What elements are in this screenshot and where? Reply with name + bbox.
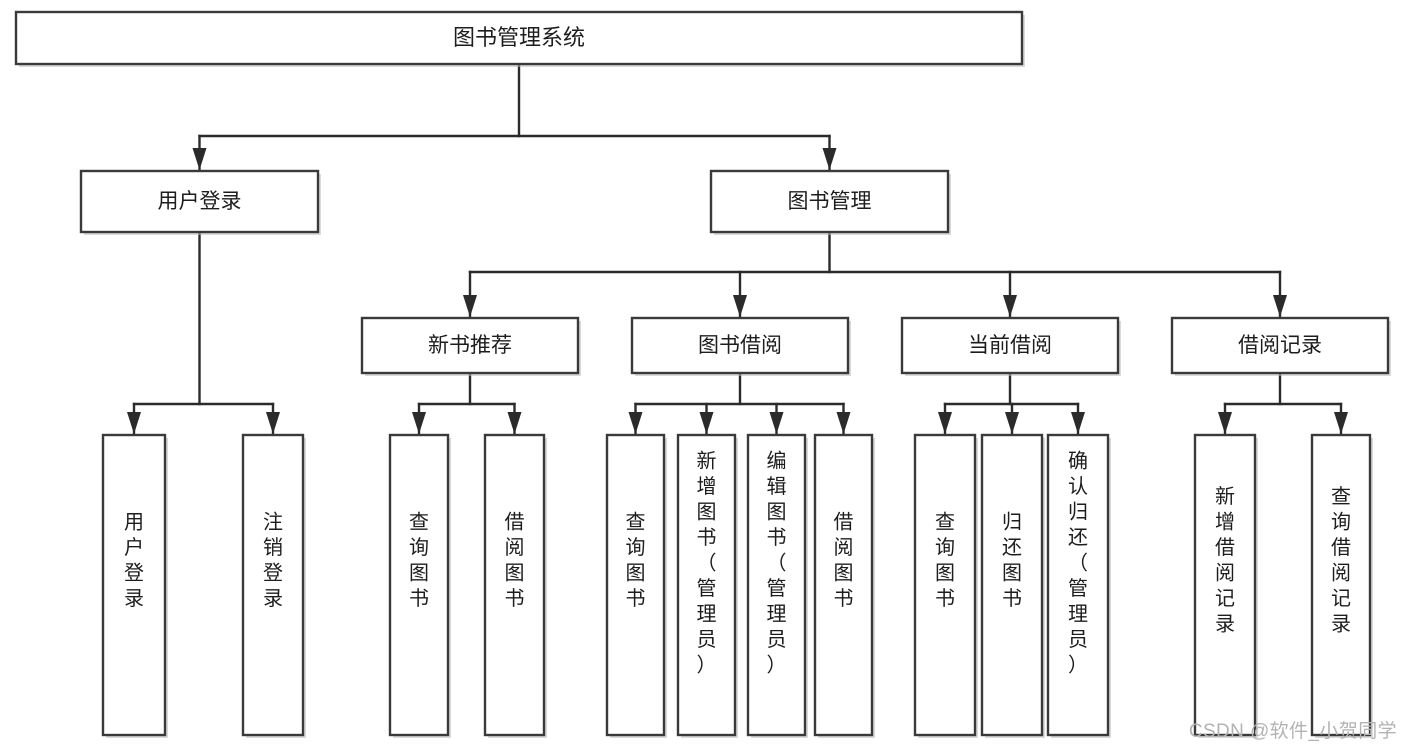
arrow-head-icon: [938, 412, 952, 434]
arrow-head-icon: [1005, 412, 1019, 434]
node-label: 图书管理系统: [453, 25, 585, 50]
arrow-head-icon: [628, 412, 643, 434]
node-label-vertical: 新增图书（管理员）: [697, 449, 717, 676]
node-label-vertical: 确认归还（管理员）: [1068, 449, 1088, 676]
node-l3-0[interactable]: 新书推荐: [360, 316, 581, 376]
node-border: [913, 433, 977, 737]
csdn-watermark: CSDN @软件_小贺同学: [1188, 721, 1397, 742]
node-label-vertical: 注销登录: [263, 510, 283, 610]
node-label: 图书借阅: [698, 334, 782, 357]
arrow-head-icon: [1334, 412, 1348, 434]
node-leaf-10[interactable]: 确认归还（管理员）: [1046, 433, 1111, 738]
node-border: [676, 433, 737, 737]
node-root-0[interactable]: 图书管理系统: [14, 10, 1025, 67]
node-border: [101, 433, 167, 737]
arrow-head-icon: [127, 412, 141, 434]
node-border: [79, 169, 320, 234]
node-label: 当前借阅: [968, 334, 1052, 357]
connectors-layer: [127, 62, 1348, 436]
node-label: 用户登录: [158, 190, 242, 213]
node-label-vertical: 用户登录: [124, 511, 144, 610]
node-label-vertical: 查询图书: [409, 510, 429, 610]
arrow-head-icon: [699, 412, 714, 434]
arrow-head-icon: [412, 412, 426, 434]
node-leaf-7[interactable]: 借阅图书: [813, 433, 875, 738]
node-l2-1[interactable]: 图书管理: [709, 169, 951, 235]
node-border: [1310, 433, 1372, 737]
node-leaf-4[interactable]: 查询图书: [605, 433, 667, 738]
node-leaf-6[interactable]: 编辑图书（管理员）: [746, 433, 808, 738]
node-label: 图书管理: [788, 190, 872, 213]
node-border: [980, 433, 1044, 737]
node-label-vertical: 编辑图书（管理员）: [767, 449, 787, 676]
node-leaf-2[interactable]: 查询图书: [388, 433, 451, 738]
arrow-head-icon: [507, 412, 522, 434]
nodes-layer: 图书管理系统用户登录图书管理新书推荐图书借阅当前借阅借阅记录用户登录注销登录查询…: [14, 10, 1391, 738]
node-label-vertical: 查询图书: [935, 510, 955, 610]
node-label-vertical: 新增借阅记录: [1215, 485, 1235, 636]
node-border: [813, 433, 874, 737]
node-border: [14, 10, 1024, 66]
node-leaf-3[interactable]: 借阅图书: [483, 433, 547, 738]
node-l3-1[interactable]: 图书借阅: [630, 316, 851, 376]
arrow-head-icon: [1273, 295, 1287, 317]
arrow-head-icon: [769, 412, 784, 434]
node-leaf-5[interactable]: 新增图书（管理员）: [676, 433, 738, 738]
node-label-vertical: 归还图书: [1002, 510, 1022, 610]
node-l3-2[interactable]: 当前借阅: [900, 316, 1121, 376]
node-label-vertical: 借阅图书: [505, 510, 525, 610]
arrow-head-icon: [836, 412, 851, 434]
node-border: [483, 433, 546, 737]
node-label: 借阅记录: [1238, 334, 1322, 357]
node-border: [709, 169, 950, 234]
arrow-head-icon: [1071, 412, 1085, 434]
node-label: 新书推荐: [428, 334, 512, 357]
node-leaf-11[interactable]: 新增借阅记录: [1193, 433, 1258, 738]
node-border: [605, 433, 666, 737]
node-label-vertical: 查询图书: [626, 510, 646, 610]
arrow-head-icon: [192, 148, 207, 170]
node-border: [388, 433, 450, 737]
node-border: [1193, 433, 1257, 737]
node-border: [900, 316, 1120, 375]
node-leaf-12[interactable]: 查询借阅记录: [1310, 433, 1373, 738]
node-border: [360, 316, 580, 375]
node-label-vertical: 借阅图书: [834, 510, 854, 610]
node-leaf-9[interactable]: 归还图书: [980, 433, 1045, 738]
node-border: [1170, 316, 1390, 375]
node-border: [241, 433, 305, 737]
node-leaf-1[interactable]: 注销登录: [241, 433, 306, 738]
node-label-vertical: 查询借阅记录: [1331, 485, 1351, 636]
node-l2-0[interactable]: 用户登录: [79, 169, 321, 235]
arrow-head-icon: [266, 412, 280, 434]
node-l3-3[interactable]: 借阅记录: [1170, 316, 1391, 376]
node-border: [746, 433, 807, 737]
arrow-head-icon: [1003, 295, 1017, 317]
node-leaf-8[interactable]: 查询图书: [913, 433, 978, 738]
arrow-head-icon: [733, 295, 747, 317]
node-border: [630, 316, 850, 375]
node-border: [1046, 433, 1110, 737]
arrow-head-icon: [822, 148, 837, 170]
node-leaf-0[interactable]: 用户登录: [101, 433, 168, 738]
arrow-head-icon: [463, 295, 477, 317]
arrow-head-icon: [1218, 412, 1232, 434]
